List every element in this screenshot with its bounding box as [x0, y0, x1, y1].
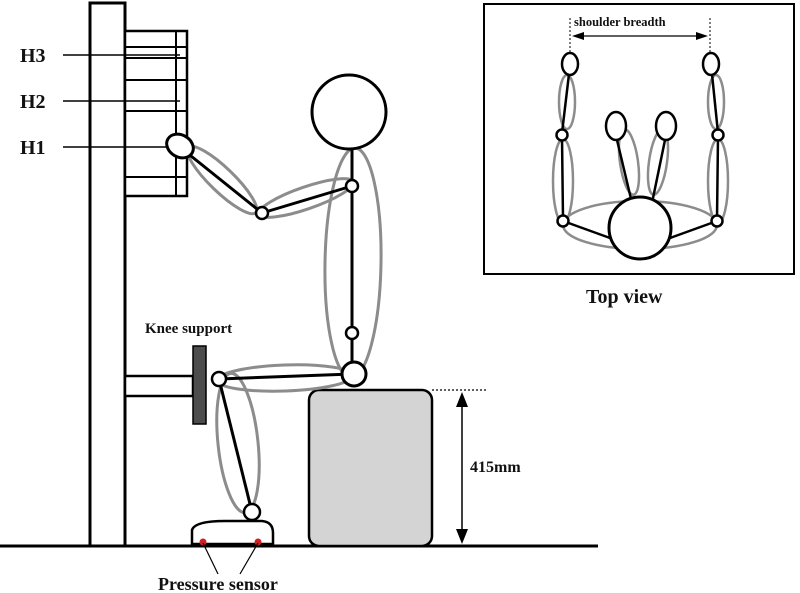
label-h2: H2 [20, 91, 46, 113]
sensor-leader-left [202, 542, 219, 575]
head [310, 73, 388, 151]
pressure-sensor-label: Pressure sensor [158, 574, 278, 593]
seat-height-label: 415mm [470, 459, 521, 476]
knee-pad [192, 345, 207, 425]
shoulder-breadth-label: shoulder breadth [574, 15, 666, 29]
shank-outline [215, 371, 261, 515]
lumbar-joint [344, 325, 360, 341]
knee-support [123, 345, 207, 425]
label-h3: H3 [20, 45, 46, 67]
top-view-inset: shoulder breadth [483, 3, 795, 308]
sensor-dot-left [199, 538, 207, 546]
knee-support-label: Knee support [145, 321, 232, 337]
elbow-joint [254, 205, 270, 221]
seat-height-dimension [456, 392, 468, 544]
hand [165, 132, 195, 160]
top-view-label: Top view [586, 286, 663, 308]
vertical-post [88, 1, 127, 548]
sensor-leader-right [239, 542, 259, 575]
shoulder-joint [344, 178, 360, 194]
upper-arm-outline [257, 177, 355, 219]
sensor-dot-right [254, 538, 262, 546]
seat-box [307, 388, 434, 548]
label-h1: H1 [20, 137, 46, 159]
knee-joint [210, 370, 228, 388]
hip-joint [340, 360, 368, 388]
pressure-sensor-pad [190, 519, 275, 546]
shoulder-breadth-arrow [572, 32, 708, 40]
ankle-joint [242, 502, 262, 522]
handle-rack [123, 29, 189, 198]
